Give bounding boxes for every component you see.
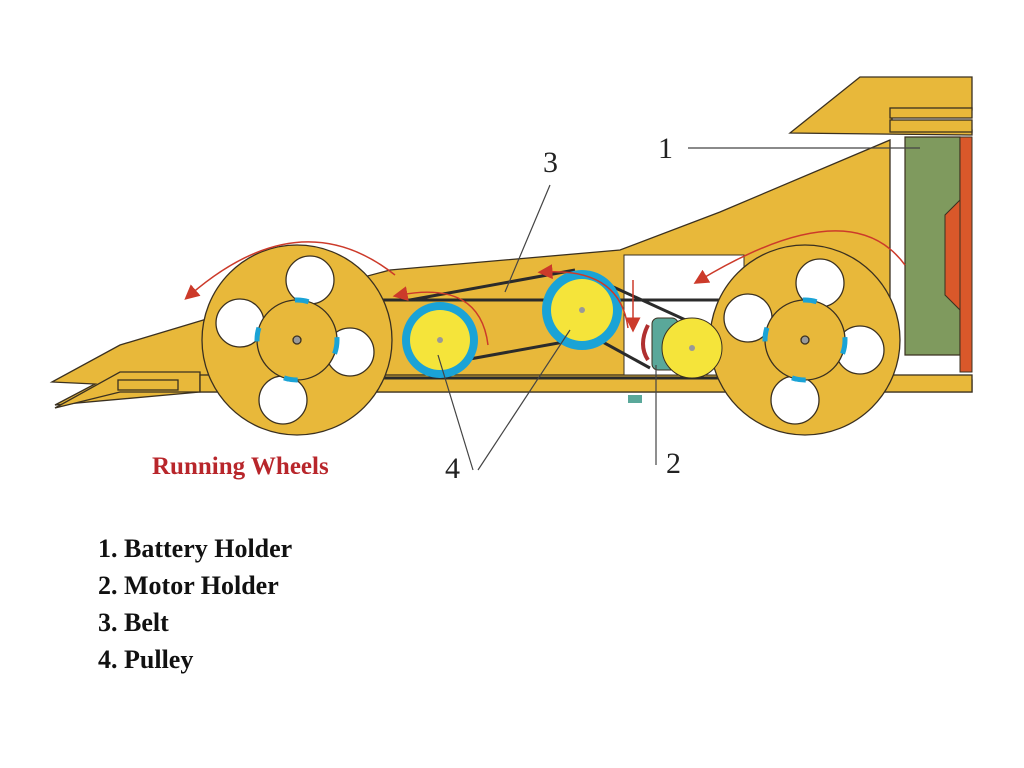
callout-3: 3 — [543, 146, 558, 179]
legend: 1. Battery Holder 2. Motor Holder 3. Bel… — [98, 530, 292, 678]
front-wheel — [201, 244, 393, 436]
callout-4: 4 — [445, 452, 460, 485]
legend-item: 1. Battery Holder — [98, 530, 292, 567]
legend-number: 4. — [98, 645, 118, 674]
legend-item: 4. Pulley — [98, 641, 292, 678]
running-wheels-caption: Running Wheels — [152, 453, 329, 480]
legend-text: Motor Holder — [124, 571, 279, 600]
legend-item: 2. Motor Holder — [98, 567, 292, 604]
rotation-arrows — [184, 230, 906, 346]
legend-number: 1. — [98, 534, 118, 563]
pulley-1 — [402, 302, 478, 378]
pulley-2 — [542, 270, 622, 350]
legend-item: 3. Belt — [98, 604, 292, 641]
motor-holder — [628, 317, 723, 403]
legend-number: 2. — [98, 571, 118, 600]
callout-2: 2 — [666, 447, 681, 480]
rear-wheel — [709, 244, 901, 436]
legend-text: Battery Holder — [124, 534, 293, 563]
battery-holder — [904, 136, 973, 373]
legend-text: Pulley — [124, 645, 194, 674]
callout-1: 1 — [658, 132, 673, 165]
legend-text: Belt — [124, 608, 169, 637]
leader-lines — [437, 147, 920, 471]
legend-number: 3. — [98, 608, 118, 637]
